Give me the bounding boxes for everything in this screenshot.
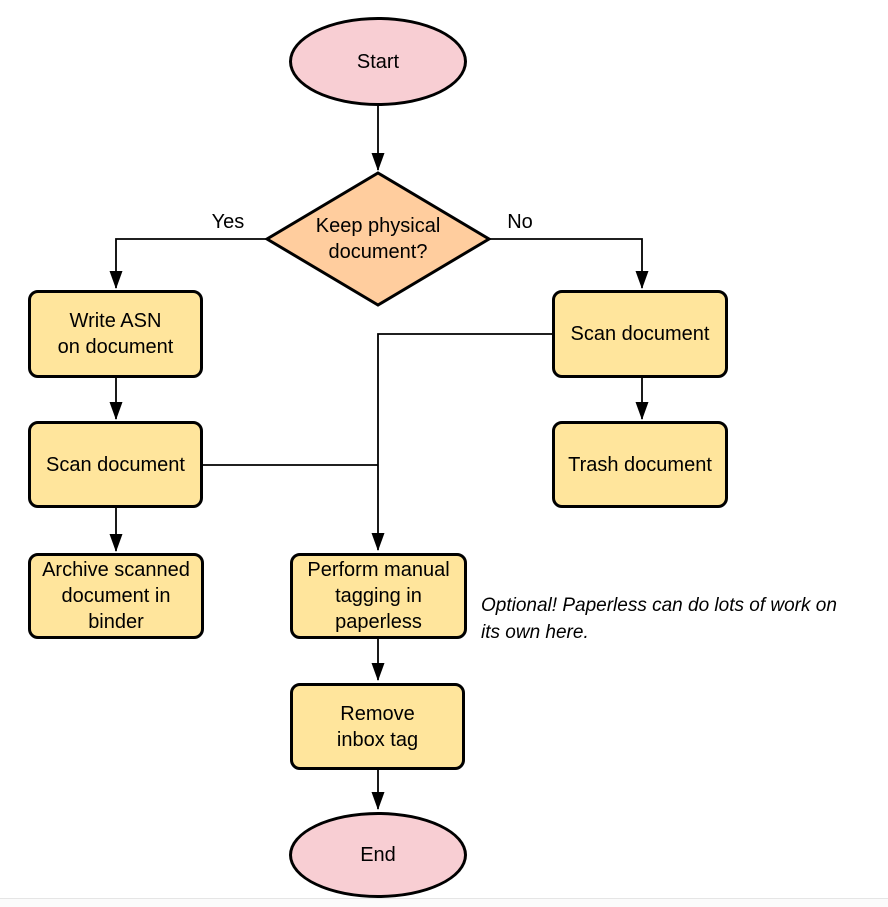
decision-label: Keep physical document? xyxy=(315,215,441,263)
node-manual-tagging: Perform manual tagging in paperless xyxy=(290,553,467,639)
remove-inbox-label: Remove inbox tag xyxy=(336,702,419,751)
yes-label: Yes xyxy=(211,211,245,233)
start-label: Start xyxy=(356,50,400,73)
node-start: Start xyxy=(289,17,467,106)
node-archive-document: Archive scanned document in binder xyxy=(28,553,204,639)
node-decision: Keep physical document? xyxy=(278,211,478,267)
scan-right-label: Scan document xyxy=(570,323,710,345)
scan-left-label: Scan document xyxy=(46,453,185,476)
write-asn-label: Write ASN on document xyxy=(57,310,174,358)
node-trash-document: Trash document xyxy=(552,421,728,508)
archive-label: Archive scanned document in binder xyxy=(42,559,190,633)
end-label: End xyxy=(360,844,396,866)
decision-diamond-shape xyxy=(264,171,492,307)
edge-decision-write-asn xyxy=(109,238,267,289)
annotation-text: Optional! Paperless can do lots of work … xyxy=(481,595,837,643)
node-end: End xyxy=(289,812,467,898)
trash-label: Trash document xyxy=(568,453,712,476)
node-scan-document-right: Scan document xyxy=(552,290,728,378)
edge-label-no: No xyxy=(495,210,545,234)
page-bottom-edge xyxy=(0,898,888,907)
edge-scan-right-tagging xyxy=(371,333,552,551)
no-label: No xyxy=(507,211,533,233)
node-scan-document-left: Scan document xyxy=(28,421,203,508)
edge-label-yes: Yes xyxy=(203,210,253,234)
edge-decision-scan-right xyxy=(489,238,649,289)
node-remove-inbox-tag: Remove inbox tag xyxy=(290,683,465,770)
tagging-label: Perform manual tagging in paperless xyxy=(307,559,450,633)
node-write-asn: Write ASN on document xyxy=(28,290,203,378)
